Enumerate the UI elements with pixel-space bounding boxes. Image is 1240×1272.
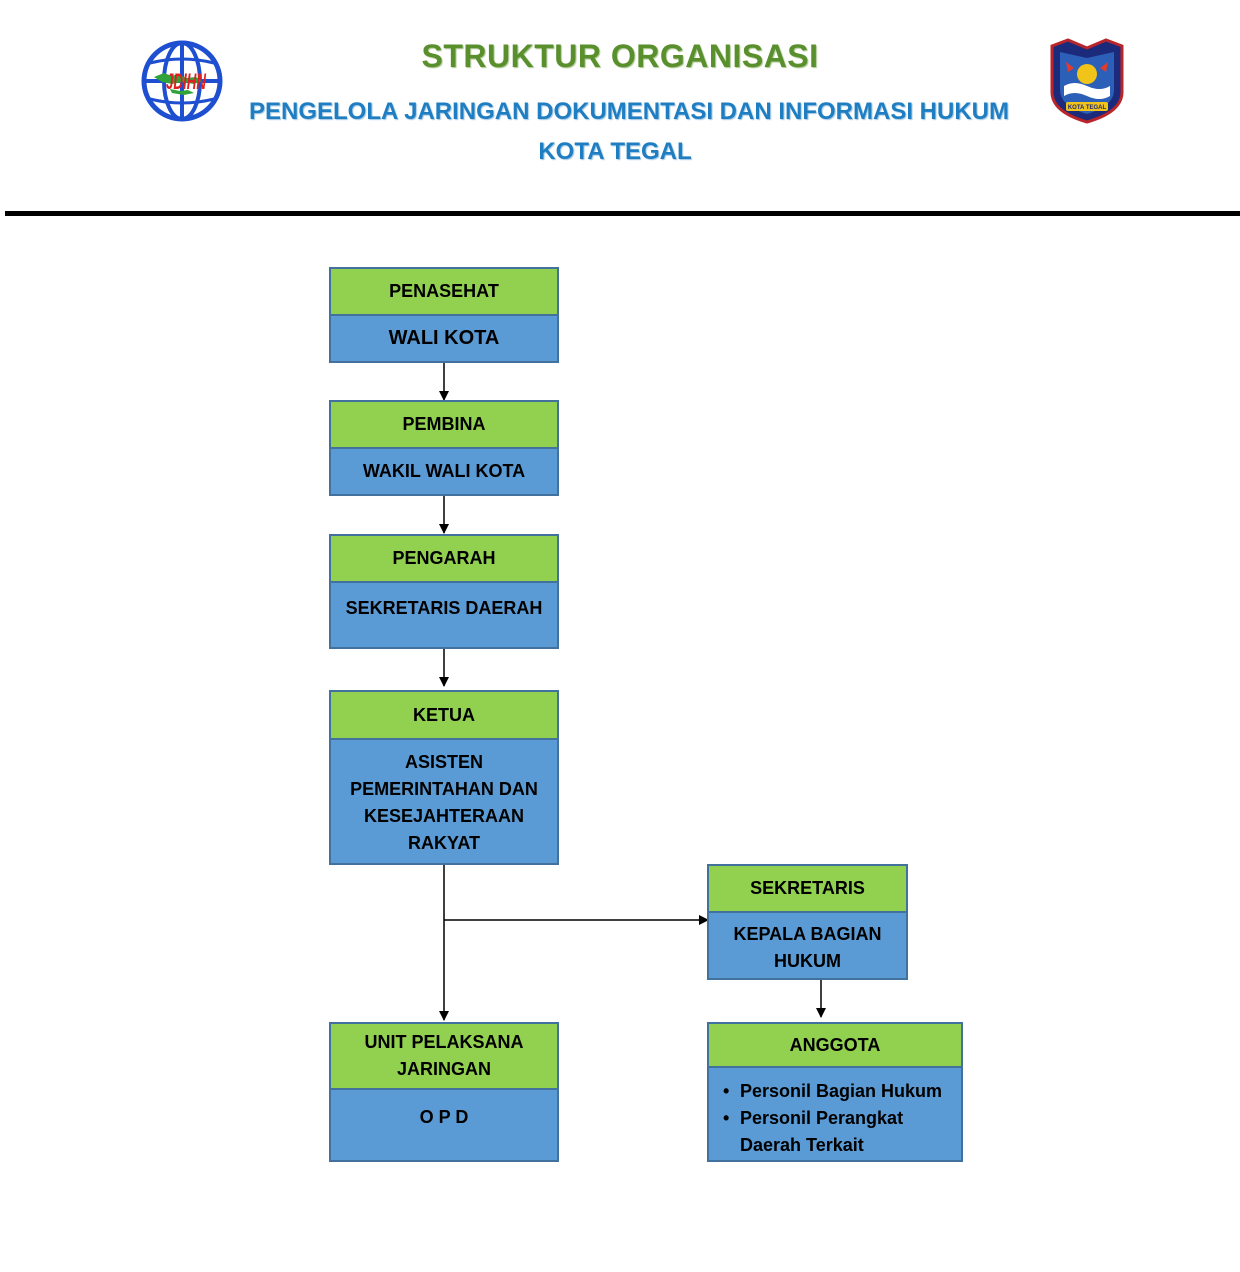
member-item-line: Personil Perangkat (740, 1108, 904, 1128)
kota-tegal-emblem: KOTA TEGAL (1050, 38, 1124, 124)
node-ketua: KETUA ASISTEN PEMERINTAHAN DAN KESEJAHTE… (329, 690, 559, 865)
jdihn-logo: JDIHN (141, 40, 223, 122)
page-subtitle-city: KOTA TEGAL (538, 138, 692, 165)
node-penasehat-role: PENASEHAT (331, 269, 557, 316)
node-pembina: PEMBINA WAKIL WALI KOTA (329, 400, 559, 496)
node-pengarah-holder: SEKRETARIS DAERAH (331, 583, 557, 647)
node-pembina-role: PEMBINA (331, 402, 557, 449)
header-divider (5, 211, 1240, 216)
node-pembina-holder: WAKIL WALI KOTA (331, 449, 557, 494)
member-item-line: Personil Bagian Hukum (740, 1081, 943, 1101)
kota-tegal-emblem-text: KOTA TEGAL (1068, 105, 1107, 111)
node-unit-holder: O P D (331, 1090, 557, 1160)
node-ketua-holder-line: ASISTEN (404, 752, 483, 772)
jdihn-logo-text: JDIHN (166, 69, 207, 94)
node-sekretaris-holder-line: HUKUM (774, 951, 841, 971)
node-unit-role-line: JARINGAN (396, 1059, 491, 1079)
node-pengarah-role: PENGARAH (331, 536, 557, 583)
node-sekretaris-holder: KEPALA BAGIAN HUKUM (709, 913, 906, 978)
node-anggota-members: Personil Bagian Hukum Personil Perangkat… (709, 1068, 961, 1160)
node-sekretaris-holder-line: KEPALA BAGIAN (733, 924, 882, 944)
page-subtitle: PENGELOLA JARINGAN DOKUMENTASI DAN INFOR… (249, 98, 1009, 125)
node-sekretaris: SEKRETARIS KEPALA BAGIAN HUKUM (707, 864, 908, 980)
node-anggota: ANGGOTA Personil Bagian Hukum Personil P… (707, 1022, 963, 1162)
member-item-line: Daerah Terkait (740, 1135, 864, 1155)
node-ketua-holder-line: PEMERINTAHAN DAN (350, 779, 538, 799)
node-ketua-holder-line: RAKYAT (407, 833, 480, 853)
node-unit-role-line: UNIT PELAKSANA (364, 1032, 524, 1052)
node-penasehat-holder: WALI KOTA (331, 316, 557, 361)
node-unit-pelaksana: UNIT PELAKSANA JARINGAN O P D (329, 1022, 559, 1162)
member-item: Personil Perangkat Daerah Terkait (723, 1105, 961, 1159)
node-sekretaris-role: SEKRETARIS (709, 866, 906, 913)
node-penasehat: PENASEHAT WALI KOTA (329, 267, 559, 363)
member-list: Personil Bagian Hukum Personil Perangkat… (709, 1068, 961, 1159)
page-title: STRUKTUR ORGANISASI (421, 38, 819, 74)
node-ketua-holder: ASISTEN PEMERINTAHAN DAN KESEJAHTERAAN R… (331, 740, 557, 863)
member-item: Personil Bagian Hukum (723, 1078, 961, 1105)
node-anggota-role: ANGGOTA (709, 1024, 961, 1068)
node-ketua-role: KETUA (331, 692, 557, 740)
node-ketua-holder-line: KESEJAHTERAAN (363, 806, 525, 826)
node-unit-role: UNIT PELAKSANA JARINGAN (331, 1024, 557, 1090)
node-pengarah: PENGARAH SEKRETARIS DAERAH (329, 534, 559, 649)
